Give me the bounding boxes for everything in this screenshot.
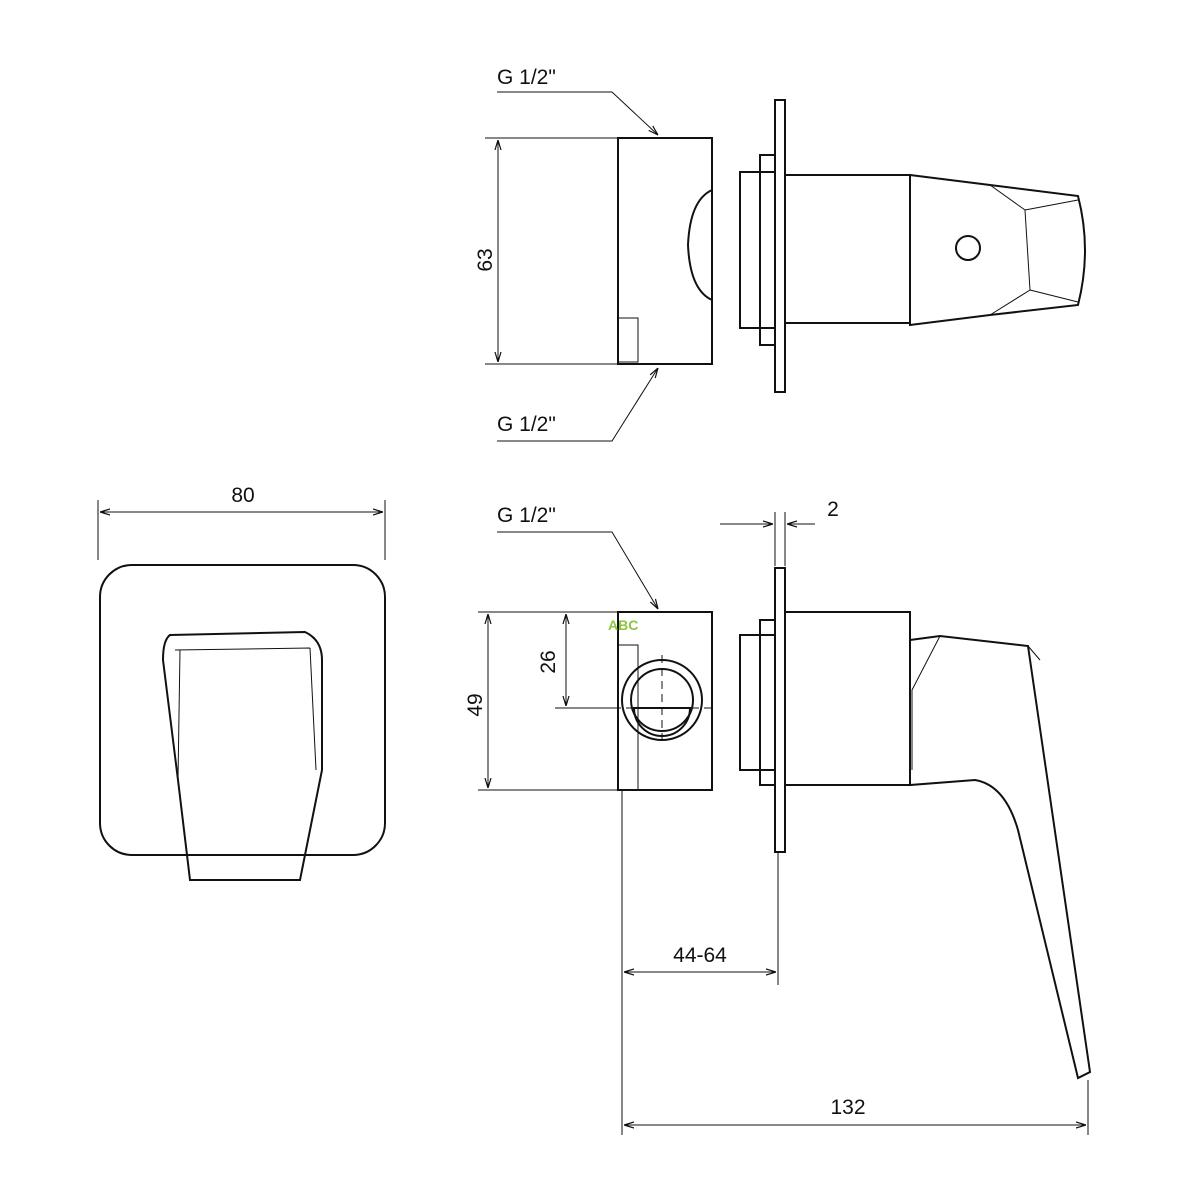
dim-63-label: 63 [474,248,497,271]
thread-label-top: G 1/2" [497,66,556,89]
dim-26-label: 26 [537,650,560,673]
watermark: ABC [608,617,638,633]
thread-label-side: G 1/2" [497,504,556,527]
dim-132-label: 132 [830,1096,865,1119]
dim-80-label: 80 [231,484,254,507]
dim-44-64-label: 44-64 [673,944,727,967]
side-view: ABC 2 G 1/2" 26 49 44-64 132 [464,498,1092,1135]
screw-hole [955,235,981,261]
dim-2-label: 2 [827,498,839,521]
thread-label-bottom: G 1/2" [497,413,556,436]
top-view: 63 G 1/2" G 1/2" [474,66,1086,442]
dim-49-label: 49 [464,693,487,716]
front-view: 80 [97,484,386,881]
